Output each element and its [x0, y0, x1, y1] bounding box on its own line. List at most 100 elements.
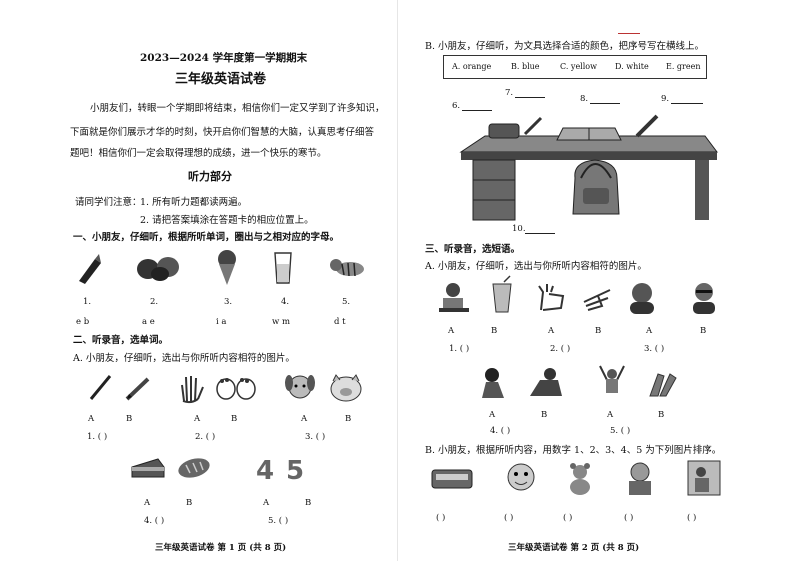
q3-row1-b-1: B — [491, 326, 498, 336]
desk-answer-line-6[interactable] — [462, 110, 492, 111]
crayon-icon — [79, 254, 101, 284]
page-divider — [397, 0, 398, 561]
feet-icon — [216, 378, 256, 400]
q3-row1-b-2: B — [595, 326, 602, 336]
color-option-white: D. white — [615, 62, 649, 71]
q3-row1-a-1: A — [448, 326, 455, 336]
desk-label-9: 9. — [661, 94, 670, 104]
q2-answer-2[interactable]: 2. ( ) — [195, 432, 216, 442]
color-option-blue: B. blue — [511, 62, 540, 71]
order-blank-3[interactable]: ( ) — [563, 513, 573, 523]
bread-icon — [178, 458, 210, 478]
exam-title: 2023—2024 学年度第一学期期末 — [140, 52, 308, 64]
teddy-bear-icon — [570, 463, 590, 495]
order-blank-2[interactable]: ( ) — [504, 513, 514, 523]
q2-row2-a-4: A — [144, 498, 151, 508]
red-mark — [618, 33, 640, 34]
order-blank-1[interactable]: ( ) — [436, 513, 446, 523]
partB-heading: B. 小朋友，仔细听，为文具选择合适的颜色，把序号写在横线上。 — [425, 41, 705, 52]
q2-row2-b-5: B — [305, 498, 312, 508]
q1-num-4: 4. — [281, 297, 290, 307]
desk-answer-line-9[interactable] — [671, 103, 703, 104]
q2-answer-3[interactable]: 3. ( ) — [305, 432, 326, 442]
girl-portrait-icon — [630, 283, 654, 314]
clapping-hands-icon — [649, 373, 677, 397]
q2-heading: 二、听录音，选单词。 — [73, 335, 169, 346]
color-options-box: A. orange B. blue C. yellow D. white E. … — [443, 55, 707, 79]
q1-letters-2[interactable]: a e — [142, 317, 155, 327]
q2-row2-b-4: B — [186, 498, 193, 508]
q3-row2-a-4: A — [489, 410, 496, 420]
dog-icon — [285, 375, 315, 399]
q3-heading: 三、听录音，选短语。 — [425, 244, 521, 255]
q2-answer-1[interactable]: 1. ( ) — [87, 432, 108, 442]
q1-num-3: 3. — [224, 297, 233, 307]
color-option-yellow: C. yellow — [560, 62, 597, 71]
desk-scene-illustration — [459, 114, 718, 221]
q3-row2-a-5: A — [607, 410, 614, 420]
intro-line-3: 题吧！相信你们一定会取得理想的成绩，进一个快乐的寒节。 — [70, 148, 327, 159]
order-blank-5[interactable]: ( ) — [687, 513, 697, 523]
q1-letters-1[interactable]: e b — [76, 317, 90, 327]
svg-text:4: 4 — [256, 456, 274, 486]
q1-letters-5[interactable]: d t — [334, 317, 346, 327]
boy-eating-icon — [439, 283, 469, 312]
q3-answer-3[interactable]: 3. ( ) — [644, 344, 665, 354]
q3-answer-4[interactable]: 4. ( ) — [490, 426, 511, 436]
hand-gesture-b-icon — [583, 289, 611, 311]
q3-row2-b-4: B — [541, 410, 548, 420]
q2-row1-b-1: B — [126, 414, 133, 424]
q3-sub: A. 小朋友，仔细听，选出与你所听内容相符的图片。 — [425, 261, 647, 272]
boy-portrait-icon — [693, 283, 715, 314]
girl-sitting-icon — [482, 368, 504, 398]
desk-answer-line-10[interactable] — [525, 233, 555, 234]
q3-answer-1[interactable]: 1. ( ) — [449, 344, 470, 354]
q3-answer-2[interactable]: 2. ( ) — [550, 344, 571, 354]
numbers-four-five-icon: 4 5 — [256, 456, 304, 486]
desk-answer-line-7[interactable] — [515, 97, 545, 98]
intro-line-1: 小朋友们，转眼一个学期即将结束，相信你们一定又学到了许多知识， — [90, 103, 385, 114]
notice-2: 2. 请把答案填涂在答题卡的相应位置上。 — [140, 215, 314, 226]
q3-row1-a-3: A — [646, 326, 653, 336]
page2-footer: 三年级英语试卷 第 2 页 (共 8 页) — [508, 543, 640, 553]
q1-num-1: 1. — [83, 297, 92, 307]
q3-answer-5[interactable]: 5. ( ) — [610, 426, 631, 436]
desk-label-10: 10. — [512, 224, 526, 234]
desk-label-8: 8. — [580, 94, 589, 104]
tiger-icon — [330, 259, 364, 277]
q1-num-5: 5. — [342, 297, 351, 307]
q1-num-2: 2. — [150, 297, 159, 307]
q1-letters-4[interactable]: w m — [272, 317, 291, 327]
desk-answer-line-8[interactable] — [590, 103, 620, 104]
q3-row1-b-3: B — [700, 326, 707, 336]
pencil-case-icon — [431, 469, 473, 489]
desk-label-6: 6. — [452, 101, 461, 111]
pen-icon — [89, 375, 112, 400]
color-option-green: E. green — [666, 62, 701, 71]
q2-row1-a-2: A — [194, 414, 201, 424]
intro-line-2: 下面就是你们展示才华的时刻，快开启你们智慧的大脑，认真思考仔细答 — [70, 127, 375, 138]
ice-cream-icon — [218, 250, 236, 285]
grandma-icon — [629, 462, 651, 495]
cake-icon — [131, 458, 165, 478]
q1-letters-3[interactable]: i a — [216, 317, 227, 327]
person-bending-icon — [530, 368, 562, 396]
boy-arms-up-icon — [599, 365, 625, 393]
q2-answer-5[interactable]: 5. ( ) — [268, 516, 289, 526]
q2-row1-b-3: B — [345, 414, 352, 424]
juice-glass-icon — [492, 275, 512, 313]
svg-text:5: 5 — [286, 456, 304, 486]
q1-heading: 一、小朋友，仔细听，根据所听单词，圈出与之相对应的字母。 — [73, 232, 340, 243]
glass-icon — [274, 252, 292, 284]
hand-gesture-a-icon — [538, 284, 565, 311]
notice-1: 1. 所有听力题都读两遍。 — [140, 197, 248, 208]
q2-row1-a-3: A — [301, 414, 308, 424]
order-blank-4[interactable]: ( ) — [624, 513, 634, 523]
boy-face-icon — [507, 463, 535, 491]
q2-row1-b-2: B — [231, 414, 238, 424]
q2-answer-4[interactable]: 4. ( ) — [144, 516, 165, 526]
pig-icon — [330, 374, 362, 402]
pencil-icon — [125, 377, 150, 401]
scene-picture-icon — [687, 460, 721, 496]
q3-row2-b-5: B — [658, 410, 665, 420]
